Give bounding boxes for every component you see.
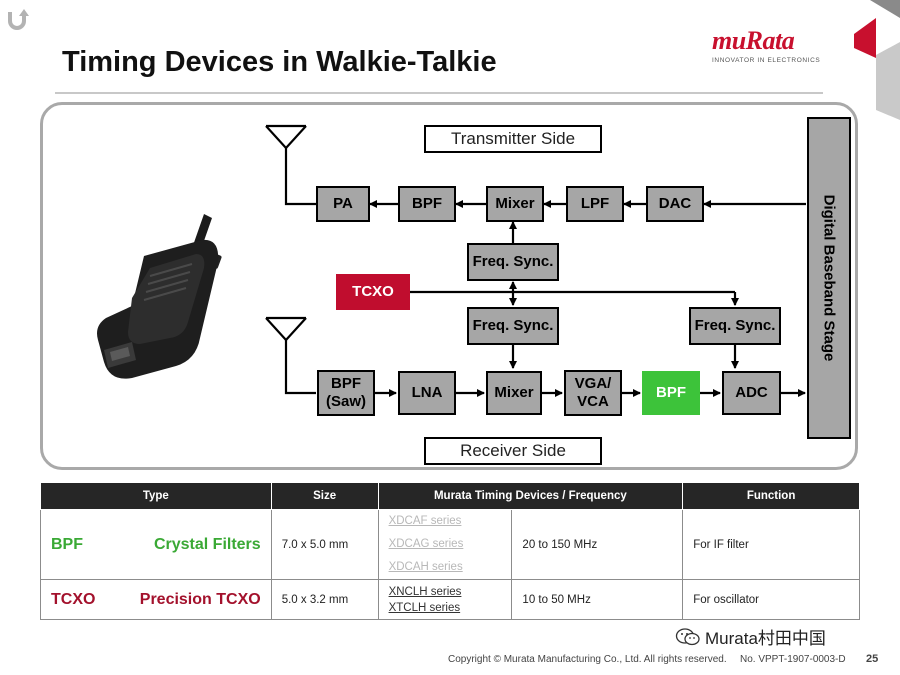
tcxo-block: TCXO bbox=[336, 274, 410, 310]
series-link[interactable]: XNCLH series bbox=[388, 585, 462, 598]
table-row: BPF Crystal Filters 7.0 x 5.0 mm XDCAF s… bbox=[40, 509, 860, 580]
type-cell: BPF Crystal Filters bbox=[40, 509, 272, 580]
series-link[interactable]: XDCAH series bbox=[388, 561, 463, 573]
type-abbr: BPF bbox=[51, 535, 83, 553]
type-abbr: TCXO bbox=[51, 590, 96, 608]
type-cell: TCXO Precision TCXO bbox=[40, 579, 272, 620]
transmitter-side-label: Transmitter Side bbox=[424, 125, 602, 153]
document-number: No. VPPT-1907-0003-D bbox=[740, 654, 846, 665]
rx-freq-sync-mixer-block: Freq. Sync. bbox=[467, 307, 559, 345]
series-link[interactable]: XDCAG series bbox=[388, 538, 464, 550]
tx-mixer-block: Mixer bbox=[486, 186, 544, 222]
size-cell: 5.0 x 3.2 mm bbox=[270, 579, 379, 620]
series-cell: XDCAF series XDCAG series XDCAH series bbox=[377, 509, 513, 580]
corner-arrow-icon bbox=[6, 6, 32, 37]
rx-bpf-block: BPF bbox=[642, 371, 700, 415]
rx-bpf-saw-line1: BPF bbox=[331, 375, 361, 392]
copyright-text: Copyright © Murata Manufacturing Co., Lt… bbox=[448, 654, 727, 665]
table-header-row: Type Size Murata Timing Devices / Freque… bbox=[40, 482, 860, 510]
wechat-watermark: Murata村田中国 bbox=[675, 624, 826, 649]
rx-bpf-saw-line2: (Saw) bbox=[325, 393, 366, 410]
murata-logo: muRata INNOVATOR IN ELECTRONICS bbox=[712, 26, 824, 65]
header-function: Function bbox=[682, 482, 860, 510]
rx-bpf-saw-block: BPF (Saw) bbox=[317, 370, 375, 416]
walkie-talkie-image bbox=[92, 210, 242, 395]
diagram-frame bbox=[40, 102, 858, 470]
table-row: TCXO Precision TCXO 5.0 x 3.2 mm XNCLH s… bbox=[40, 579, 860, 620]
logo-wordmark: muRata bbox=[712, 26, 795, 55]
digital-baseband-block: Digital Baseband Stage bbox=[807, 117, 851, 439]
frequency-cell: 10 to 50 MHz bbox=[511, 579, 684, 620]
function-cell: For IF filter bbox=[682, 509, 860, 580]
type-full: Crystal Filters bbox=[153, 535, 261, 553]
rx-mixer-block: Mixer bbox=[486, 371, 542, 415]
logo-tagline: INNOVATOR IN ELECTRONICS bbox=[712, 57, 821, 64]
header-type: Type bbox=[40, 482, 272, 510]
timing-devices-table: Type Size Murata Timing Devices / Freque… bbox=[40, 482, 860, 620]
header-devices-frequency: Murata Timing Devices / Frequency bbox=[377, 482, 684, 510]
watermark-text: Murata村田中国 bbox=[705, 629, 826, 648]
frequency-cell: 20 to 150 MHz bbox=[511, 509, 684, 580]
rx-vga-line1: VGA/ bbox=[574, 375, 612, 392]
rx-vga-line2: VCA bbox=[577, 393, 609, 410]
page-title: Timing Devices in Walkie-Talkie bbox=[62, 46, 497, 78]
corner-decoration bbox=[846, 0, 900, 135]
receiver-side-label: Receiver Side bbox=[424, 437, 602, 465]
digital-baseband-label: Digital Baseband Stage bbox=[820, 194, 838, 362]
function-cell: For oscillator bbox=[682, 579, 860, 620]
page-number: 25 bbox=[866, 653, 879, 665]
header-size: Size bbox=[270, 482, 379, 510]
title-divider bbox=[55, 92, 823, 94]
tx-freq-sync-block: Freq. Sync. bbox=[467, 243, 559, 281]
rx-vga-vca-block: VGA/ VCA bbox=[564, 370, 622, 416]
tx-pa-block: PA bbox=[316, 186, 370, 222]
type-full: Precision TCXO bbox=[139, 590, 261, 608]
wechat-icon bbox=[675, 627, 700, 645]
tx-dac-block: DAC bbox=[646, 186, 704, 222]
series-cell: XNCLH series XTCLH series bbox=[377, 579, 513, 620]
tx-lpf-block: LPF bbox=[566, 186, 624, 222]
size-cell: 7.0 x 5.0 mm bbox=[270, 509, 379, 580]
tx-bpf-block: BPF bbox=[398, 186, 456, 222]
series-link[interactable]: XDCAF series bbox=[388, 515, 462, 527]
series-link[interactable]: XTCLH series bbox=[388, 601, 461, 614]
rx-lna-block: LNA bbox=[398, 371, 456, 415]
rx-adc-block: ADC bbox=[722, 371, 781, 415]
rx-freq-sync-adc-block: Freq. Sync. bbox=[689, 307, 781, 345]
